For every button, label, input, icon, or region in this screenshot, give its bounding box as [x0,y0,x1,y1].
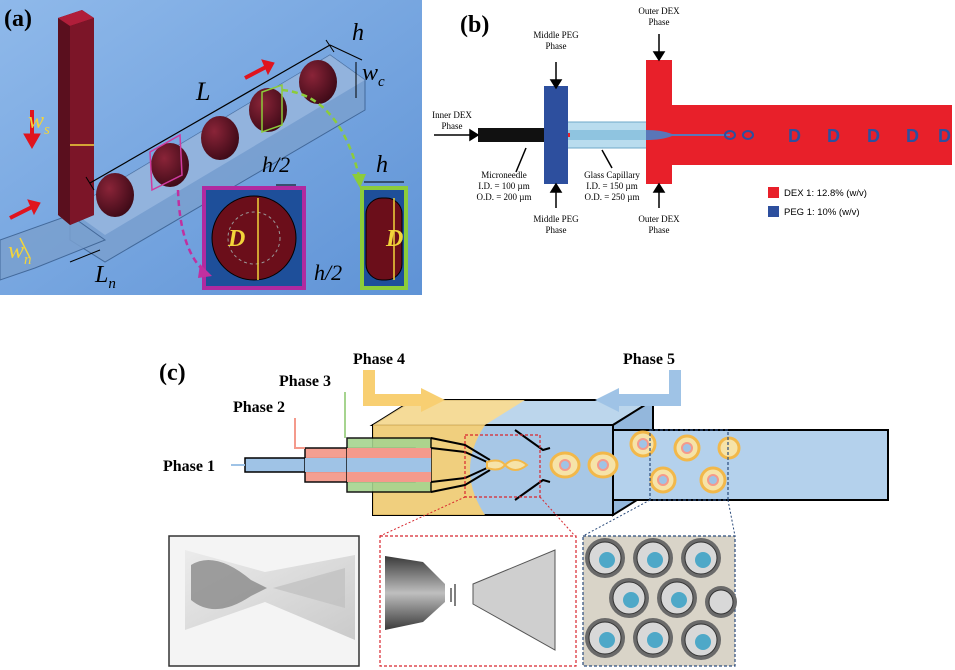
flow-arrow [244,59,275,80]
phase1-inner [347,458,431,472]
arrow-head [198,264,212,278]
zoom-box-nozzle [464,434,541,498]
label-phase3: Phase 3 [279,373,331,390]
zoom-box-outlet [649,429,729,501]
micrograph-injection-tip [385,556,445,630]
arrow-head [352,174,366,188]
droplet-cross-section [365,197,403,281]
dimension-tick [85,176,95,191]
phase5-arrow [617,370,681,406]
legend-swatch-dex [768,187,779,198]
legend: DEX 1: 12.8% (w/v) PEG 1: 10% (w/v) [768,187,867,218]
forming-droplet [486,459,529,471]
label-D: D [385,226,403,252]
scale-bar [450,584,456,606]
dimension-tick [325,39,335,53]
dimension-h [329,44,363,61]
emulsion-droplets [549,451,619,479]
label-Ln: Ln [94,262,116,292]
phase4-region-top [373,400,525,425]
micrograph-collection-tip [472,549,556,651]
inner-circle [227,211,281,265]
label-phase4: Phase 4 [353,351,405,368]
label-phase5: Phase 5 [623,351,675,368]
legend-label-dex: DEX 1: 12.8% (w/v) [784,188,867,199]
panel-label: (c) [159,360,186,386]
panel-c: (c) [159,351,889,667]
magnify-arrow [281,88,362,181]
droplet [201,116,239,160]
capillary-bore [560,130,655,140]
outer-dex-inlet [646,60,672,184]
dimension-L [89,44,331,184]
label-phase1: Phase 1 [163,458,215,475]
legend-swatch-peg [768,206,779,217]
label-h2: h/2 [314,260,342,285]
outer-dex-top-arrow [652,34,666,62]
droplet-train: D D D D D [788,126,951,146]
side-inlet-face [70,18,94,225]
middle-peg-inlet [544,86,568,184]
arrow-head [595,388,619,412]
label-ws: ws [28,108,50,138]
cross-section-marker [261,83,283,134]
dimension-wn [19,237,31,259]
droplet [249,88,287,132]
side-inlet-top [58,10,94,26]
panel-a: L h wc ws wn Ln D h/2 D h h/2 (a) [0,0,422,295]
droplet-cross-section [211,195,297,281]
label-D: D [227,226,245,252]
collection-capillary [514,429,551,501]
peg-jet [646,130,730,140]
panel-label: (b) [460,12,489,38]
svg-text:D: D [906,126,919,146]
dimension-Ln [69,249,101,263]
label-phase2: Phase 2 [233,399,285,416]
phase-arrows [434,62,666,208]
nozzle-channel [0,214,107,281]
svg-text:D: D [827,126,840,146]
microneedle [478,128,548,142]
legend-label-peg: PEG 1: 10% (w/v) [784,207,860,218]
label-L: L [195,77,210,106]
micrograph-droplets [585,538,737,660]
svg-text:D: D [788,126,801,146]
zoom-connector [379,496,576,537]
render-collector [273,568,345,608]
label-wn: wn [8,238,32,268]
flow-arrow [23,110,41,150]
render-nozzle [191,560,267,610]
svg-text:D: D [867,126,880,146]
label-h: h [376,152,388,178]
cross-section-marker [149,133,183,192]
zoom-connector [582,499,736,537]
droplet-train [724,130,754,140]
arrow-head [421,388,445,412]
label-h2: h/2 [262,152,290,177]
phase2-leader [294,418,305,449]
svg-text:D: D [938,126,951,146]
label-h: h [352,20,364,46]
panel-label: (a) [4,6,32,32]
label-wc: wc [362,60,385,90]
droplet [299,60,337,104]
outlet-droplets [629,430,741,494]
droplet [96,173,134,217]
phase4-arrow [363,370,423,406]
flow-arrow [9,199,41,220]
